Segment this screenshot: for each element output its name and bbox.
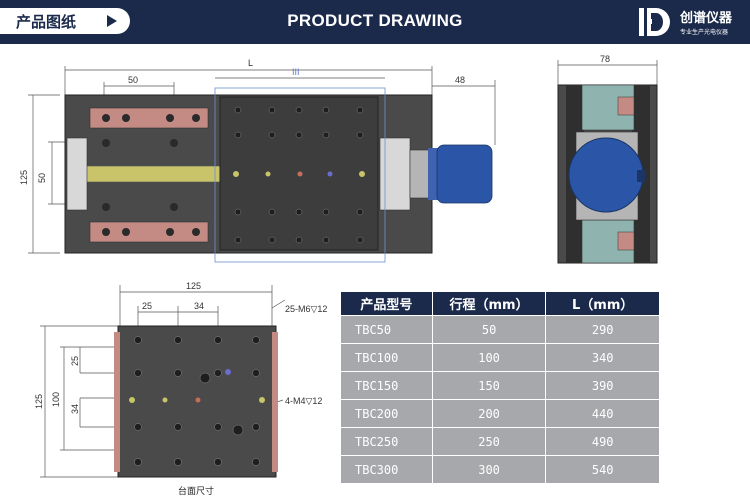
dim-L-label: L: [248, 58, 253, 68]
cell-model: TBC150: [340, 371, 433, 400]
page-title: PRODUCT DRAWING: [287, 11, 463, 30]
table-row: TBC150 150 390: [340, 371, 660, 400]
cell-length: 440: [545, 399, 660, 428]
section-tag: 产品图纸: [0, 8, 130, 34]
brand-name: 创谱仪器: [680, 11, 733, 26]
cell-model: TBC200: [340, 399, 433, 428]
cell-model: TBC50: [340, 315, 433, 344]
table-row: TBC300 300 540: [340, 455, 660, 484]
cell-length: 540: [545, 455, 660, 484]
section-tag-label: 产品图纸: [16, 13, 77, 31]
dim-48-label: 48: [455, 75, 465, 85]
brand-logo-icon: [639, 8, 670, 36]
table-top-caption: 台面尺寸: [178, 487, 215, 497]
cell-length: 390: [545, 371, 660, 400]
table-header-row: 产品型号 行程（mm） L（mm）: [340, 291, 660, 316]
header-bar: 产品图纸 PRODUCT DRAWING 创谱仪器 专业生产光电仪器: [0, 0, 750, 44]
play-arrow-icon: [107, 15, 117, 27]
cell-model: TBC250: [340, 427, 433, 456]
cell-length: 340: [545, 343, 660, 372]
brand-slogan: 专业生产光电仪器: [680, 29, 729, 36]
cell-length: 490: [545, 427, 660, 456]
cell-stroke: 150: [431, 371, 547, 400]
cell-model: TBC100: [340, 343, 433, 372]
table-row: TBC100 100 340: [340, 343, 660, 372]
cell-stroke: 50: [431, 315, 547, 344]
dim-50v-label: 50: [37, 173, 47, 183]
dim-125-label: 125: [19, 170, 29, 185]
cell-model: TBC300: [340, 455, 433, 484]
table-row: TBC250 250 490: [340, 427, 660, 456]
header-length: L（mm）: [545, 291, 660, 316]
header-model: 产品型号: [340, 291, 433, 316]
dim-III-label: III: [292, 67, 300, 77]
cell-stroke: 250: [431, 427, 547, 456]
cell-stroke: 300: [431, 455, 547, 484]
spec-table: 产品型号 行程（mm） L（mm） TBC50 50 290 TBC100 10…: [340, 291, 660, 484]
dim-50-label: 50: [128, 75, 138, 85]
cell-stroke: 200: [431, 399, 547, 428]
table-row: TBC200 200 440: [340, 399, 660, 428]
cell-stroke: 100: [431, 343, 547, 372]
cell-length: 290: [545, 315, 660, 344]
table-row: TBC50 50 290: [340, 315, 660, 344]
header-stroke: 行程（mm）: [431, 291, 547, 316]
